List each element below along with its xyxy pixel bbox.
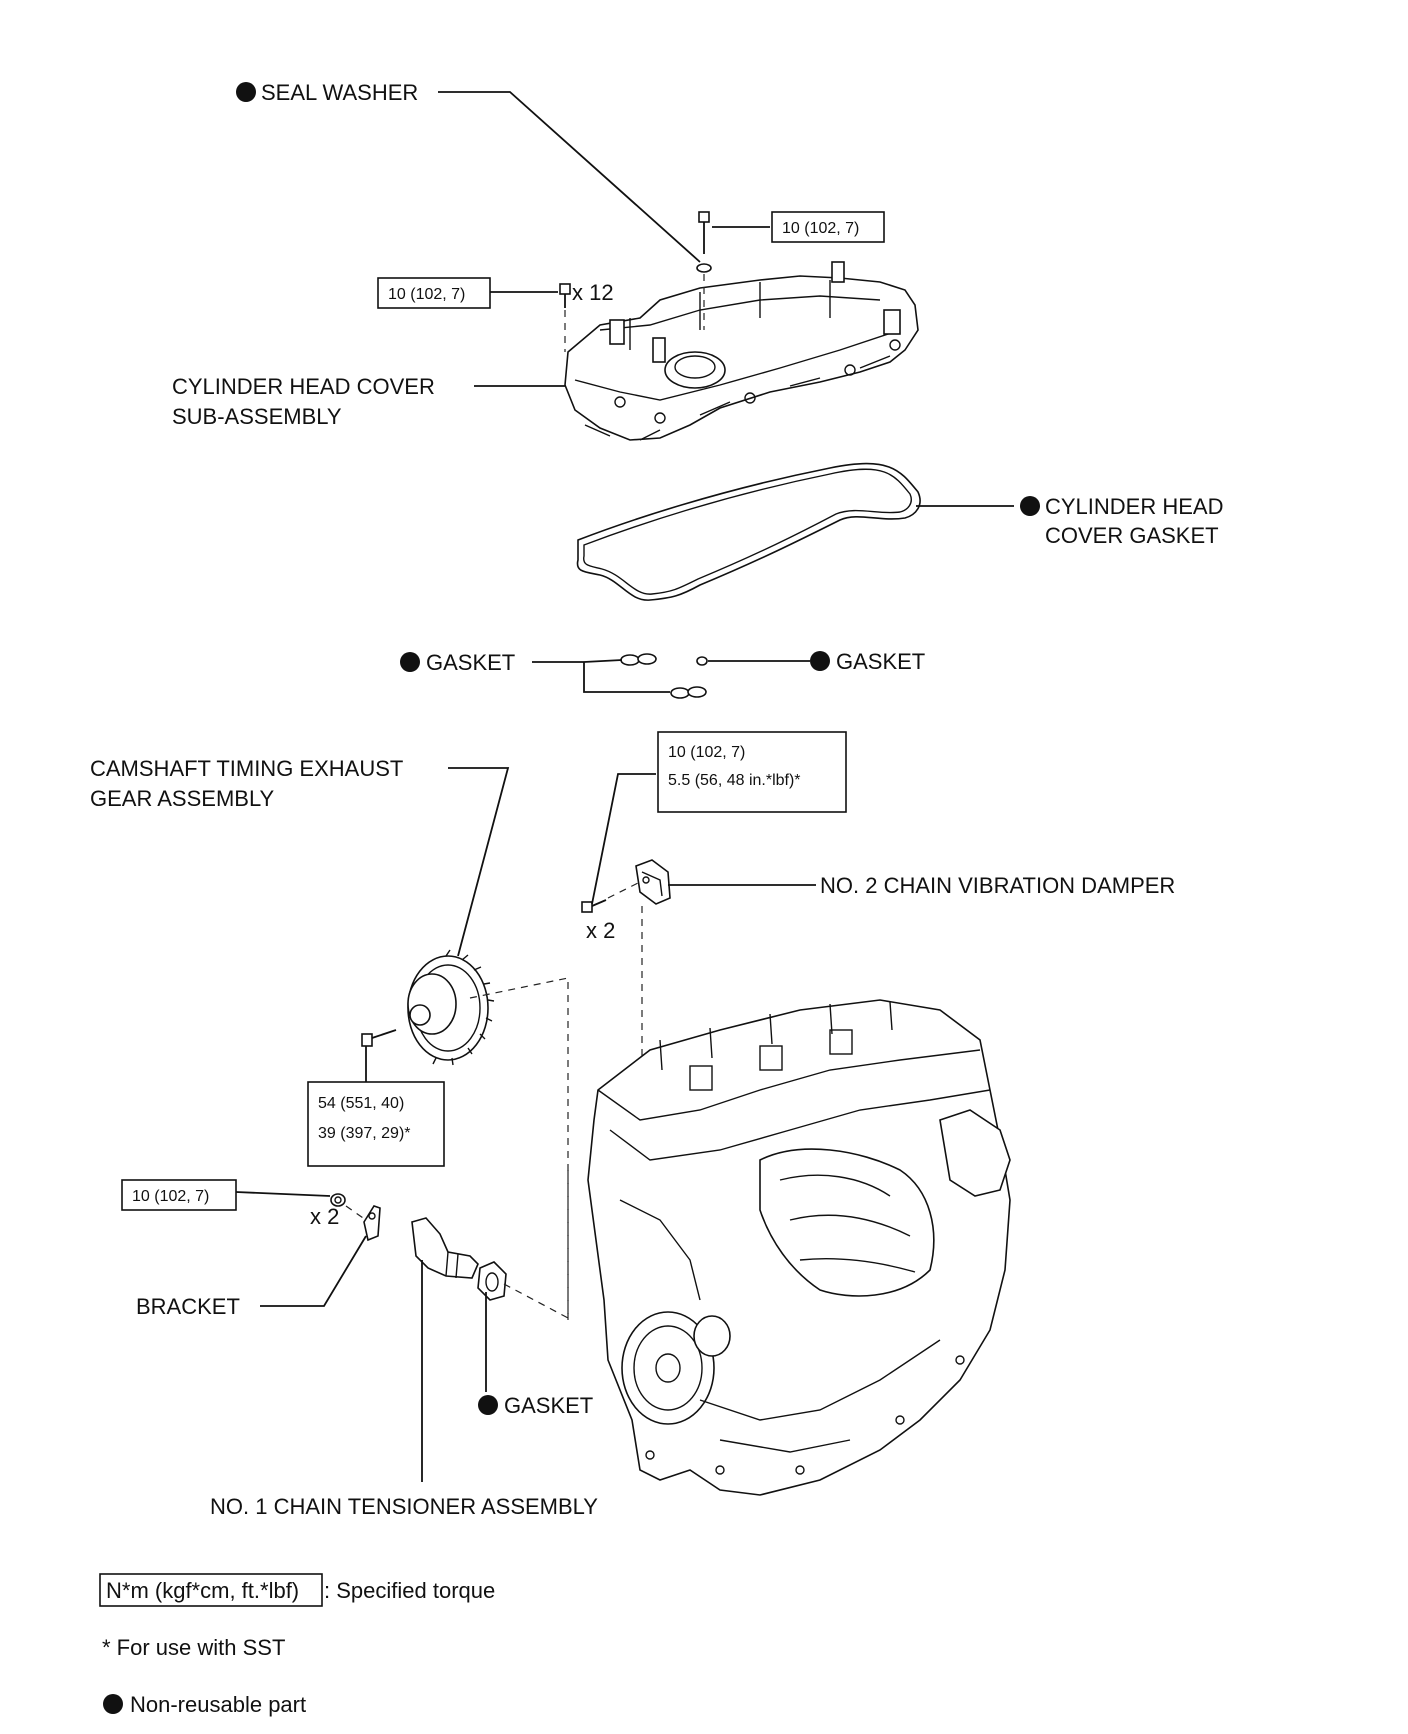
legend-sst-note: * For use with SST: [102, 1635, 285, 1660]
label-chain-tensioner: NO. 1 CHAIN TENSIONER ASSEMBLY: [210, 1494, 598, 1519]
small-gasket-lower-icon: [670, 686, 707, 699]
torque-box-cover-bolts: 10 (102, 7): [377, 277, 491, 309]
small-gasket-oring-icon: [696, 656, 708, 666]
legend-torque-box: [99, 1573, 323, 1607]
torque-box-bracket-nut: 10 (102, 7): [121, 1179, 237, 1211]
filled-circle-icon: [103, 1694, 123, 1714]
torque-box-camshaft: 54 (551, 40) 39 (397, 29)*: [307, 1081, 445, 1167]
label-bracket: BRACKET: [136, 1294, 240, 1319]
torque-cover-bolts: 10 (102, 7): [388, 286, 465, 303]
gasket-left-leader: [532, 659, 670, 693]
damper-bolt-icon: [581, 899, 607, 913]
bracket-leader: [260, 1235, 367, 1307]
bracket-nut-axis: [345, 1205, 367, 1221]
legend-torque-units: N*m (kgf*cm, ft.*lbf): [106, 1578, 299, 1603]
torque-cam-line1: 54 (551, 40): [318, 1095, 404, 1112]
filled-circle-icon: [400, 652, 420, 672]
engine-block-illustration: [587, 999, 1011, 1496]
damper-bolt-torque-leader: [591, 773, 656, 905]
filled-circle-icon: [478, 1395, 498, 1415]
label-damper-bolt-qty: x 2: [586, 918, 615, 943]
torque-cam-line2: 39 (397, 29)*: [318, 1125, 411, 1142]
cover-bolt-icon: [559, 283, 571, 308]
seal-washer-bolt-icon: [698, 211, 710, 254]
filled-circle-icon: [236, 82, 256, 102]
cylinder-head-cover-gasket-illustration: [576, 462, 921, 601]
seal-washer-leader: [438, 91, 701, 263]
label-bracket-nut-qty: x 2: [310, 1204, 339, 1229]
tensioner-gasket-icon: [477, 1261, 507, 1301]
label-camshaft-gear-line2: GEAR ASSEMBLY: [90, 786, 275, 811]
label-gasket-left: GASKET: [426, 650, 515, 675]
torque-bracket-nut: 10 (102, 7): [132, 1188, 209, 1205]
label-chain-vibration-damper: NO. 2 CHAIN VIBRATION DAMPER: [820, 873, 1175, 898]
label-gasket-right: GASKET: [836, 649, 925, 674]
chain-vibration-damper-illustration: [635, 859, 671, 905]
bracket-nut-icon: [330, 1193, 346, 1207]
torque-box-seal-washer-bolt: 10 (102, 7): [771, 211, 885, 243]
label-cylinder-head-cover-gasket-line1: CYLINDER HEAD: [1045, 494, 1223, 519]
torque-damper-line2: 5.5 (56, 48 in.*lbf)*: [668, 772, 801, 789]
torque-damper-line1: 10 (102, 7): [668, 744, 745, 761]
small-gasket-upper-icon: [620, 653, 657, 666]
label-cylinder-head-cover-line1: CYLINDER HEAD COVER: [172, 374, 435, 399]
camshaft-gear-leader: [448, 767, 510, 957]
camshaft-bolt-icon: [361, 1029, 397, 1047]
label-cylinder-head-cover-gasket-line2: COVER GASKET: [1045, 523, 1219, 548]
cylinder-head-cover-illustration: [564, 261, 919, 441]
bracket-illustration: [363, 1205, 381, 1242]
seal-washer-icon: [696, 263, 712, 273]
label-cover-bolt-qty: x 12: [572, 280, 614, 305]
label-camshaft-gear-line1: CAMSHAFT TIMING EXHAUST: [90, 756, 403, 781]
filled-circle-icon: [1020, 496, 1040, 516]
torque-seal-washer-bolt: 10 (102, 7): [782, 220, 859, 237]
torque-box-chain-damper: 10 (102, 7) 5.5 (56, 48 in.*lbf)*: [657, 731, 847, 813]
legend-torque-text: : Specified torque: [324, 1578, 495, 1603]
label-seal-washer: SEAL WASHER: [261, 80, 418, 105]
damper-bolt-axis: [607, 881, 641, 899]
legend-non-reusable: Non-reusable part: [130, 1692, 306, 1717]
camshaft-timing-gear-illustration: [407, 949, 495, 1066]
chain-tensioner-illustration: [411, 1217, 479, 1279]
label-cylinder-head-cover-line2: SUB-ASSEMBLY: [172, 404, 342, 429]
filled-circle-icon: [810, 651, 830, 671]
legend: N*m (kgf*cm, ft.*lbf) : Specified torque…: [99, 1573, 495, 1717]
label-gasket-bottom: GASKET: [504, 1393, 593, 1418]
tensioner-axis: [503, 1283, 569, 1319]
bracket-nut-torque-leader: [235, 1191, 331, 1197]
